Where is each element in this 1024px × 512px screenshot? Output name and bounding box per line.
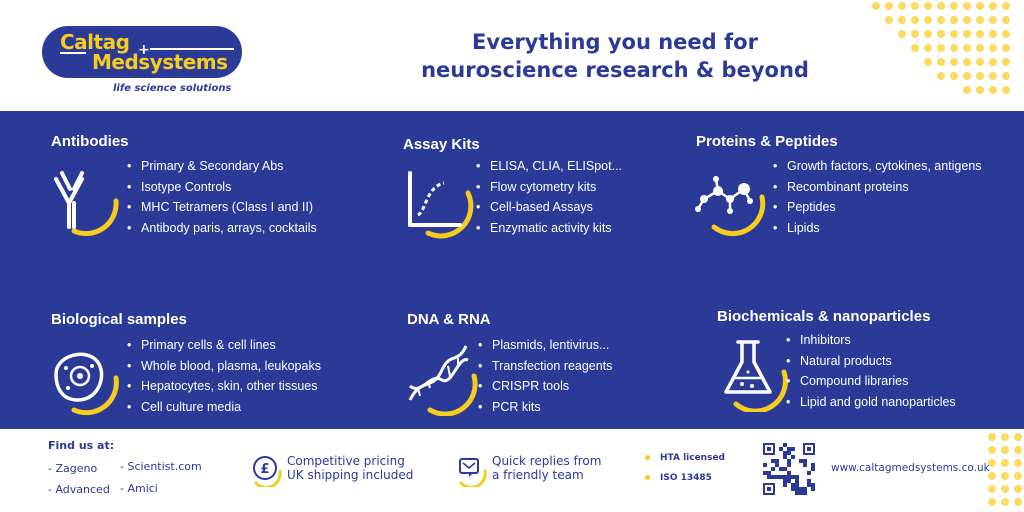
find-link-amici[interactable]: - Amici [120,482,158,495]
bullet-dot-icon [645,475,650,480]
find-link-scientist[interactable]: - Scientist.com [120,460,202,473]
section-title: Antibodies [51,133,129,150]
molecule-icon [695,176,766,237]
list-item: Natural products [786,351,956,372]
find-link-advanced[interactable]: - Advanced [48,483,110,496]
list-item: Lipids [773,218,982,239]
section-biochemicals[interactable]: Biochemicals & nanoparticles Inhibitors … [680,286,1024,429]
list-item: Flow cytometry kits [476,177,622,198]
feature-replies-line-2: a friendly team [492,468,584,482]
list-item: Lipid and gold nanoparticles [786,392,956,413]
assay-curve-icon [408,171,474,239]
section-title: DNA & RNA [407,311,491,328]
list-item: Cell-based Assays [476,197,622,218]
flask-icon [724,340,788,412]
headline-line-1: Everything you need for [472,30,758,54]
feature-replies: Quick replies from a friendly team [492,454,601,482]
decorative-dots [988,433,1022,506]
qr-code-icon[interactable] [763,443,815,495]
brand-tagline: life science solutions [113,83,232,94]
list-item: MHC Tetramers (Class I and II) [127,197,317,218]
list-item: Plasmids, lentivirus... [478,335,612,356]
list-item: Transfection reagents [478,356,612,377]
footer: Find us at: - Zageno - Scientist.com - A… [0,429,1024,512]
list-item: CRISPR tools [478,376,612,397]
logo-text-medsystems: Medsystems [92,50,228,74]
list-item: Growth factors, cytokines, antigens [773,156,982,177]
list-item: ELISA, CLIA, ELISpot... [476,156,622,177]
assay-kits-list: ELISA, CLIA, ELISpot... Flow cytometry k… [476,156,622,238]
find-link-zageno[interactable]: - Zageno [48,462,98,475]
logo-plus-icon: + [138,42,150,58]
list-item: Cell culture media [127,397,321,418]
headline-line-2: neuroscience research & beyond [421,58,809,82]
antibodies-list: Primary & Secondary Abs Isotype Controls… [127,156,317,238]
list-item: Whole blood, plasma, leukopaks [127,356,321,377]
list-item: Primary & Secondary Abs [127,156,317,177]
list-item: Recombinant proteins [773,177,982,198]
cell-icon [54,352,119,416]
brand-logo[interactable]: Caltag + Medsystems [42,26,242,78]
feature-replies-line-1: Quick replies from [492,454,602,468]
logo-rule [150,48,234,50]
list-item: Primary cells & cell lines [127,335,321,356]
list-item: Compound libraries [786,371,956,392]
list-item: Isotype Controls [127,177,317,198]
section-antibodies[interactable]: Antibodies Primary & Secondary Abs Isoty… [0,111,340,271]
list-item: Hepatocytes, skin, other tissues [127,376,321,397]
feature-pricing: Competitive pricing UK shipping included [287,454,413,482]
section-title: Assay Kits [403,136,480,153]
section-assay-kits[interactable]: Assay Kits ELISA, CLIA, ELISpot... Flow … [340,111,680,271]
cert-iso-label: ISO 13485 [660,473,712,483]
section-title: Biological samples [51,311,187,328]
list-item: Antibody paris, arrays, cocktails [127,218,317,239]
logo-text-caltag: Caltag [60,30,130,54]
header: Caltag + Medsystems life science solutio… [0,0,1024,111]
list-item: Peptides [773,197,982,218]
cert-iso: ISO 13485 [645,473,712,483]
section-title: Proteins & Peptides [696,133,838,150]
product-categories-panel: Antibodies Primary & Secondary Abs Isoty… [0,111,1024,429]
proteins-list: Growth factors, cytokines, antigens Reco… [773,156,982,238]
biochemicals-list: Inhibitors Natural products Compound lib… [786,330,956,412]
pound-coin-icon: £ [253,456,282,487]
decorative-dots [872,2,1010,94]
cert-hta-label: HTA licensed [660,453,725,463]
dna-rna-list: Plasmids, lentivirus... Transfection rea… [478,335,612,417]
list-item: Inhibitors [786,330,956,351]
section-proteins-peptides[interactable]: Proteins & Peptides Growth factors, cyto… [680,111,1024,271]
biological-samples-list: Primary cells & cell lines Whole blood, … [127,335,321,417]
chat-reply-icon [459,458,487,487]
feature-pricing-line-2: UK shipping included [287,468,414,482]
section-dna-rna[interactable]: DNA & RNA Plasmids, lentivirus... Transf… [340,286,680,429]
feature-pricing-line-1: Competitive pricing [287,454,405,468]
bullet-dot-icon [645,455,650,460]
svg-text:£: £ [260,462,269,477]
section-title: Biochemicals & nanoparticles [717,308,931,325]
section-biological-samples[interactable]: Biological samples Primary cells & cell … [0,286,340,429]
find-us-title: Find us at: [48,439,115,452]
list-item: Enzymatic activity kits [476,218,622,239]
list-item: PCR kits [478,397,612,418]
logo-rule-short [60,52,86,54]
page-headline: Everything you need for neuroscience res… [380,28,850,84]
antibody-icon [54,171,119,237]
website-link[interactable]: www.caltagmedsystems.co.uk [831,462,990,474]
dna-helix-icon [408,345,478,416]
cert-hta: HTA licensed [645,453,725,463]
